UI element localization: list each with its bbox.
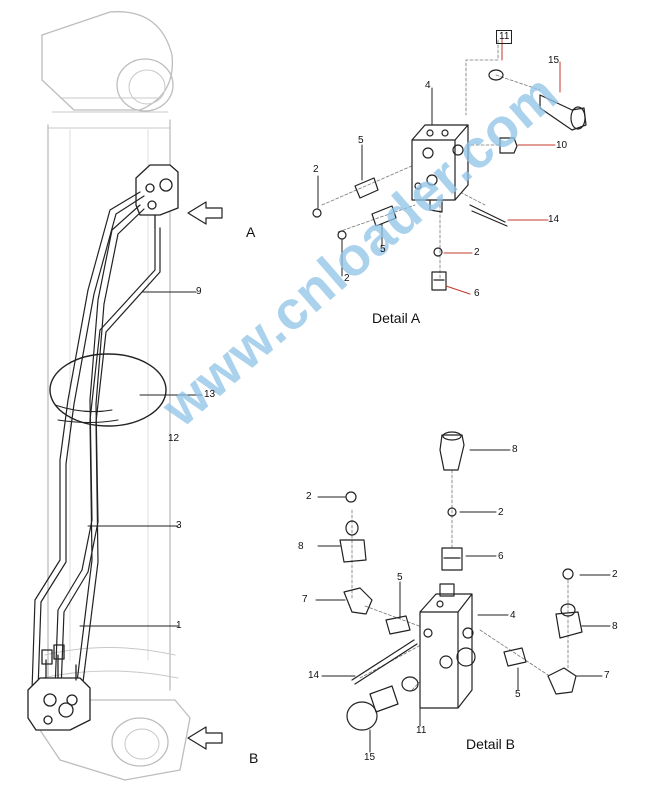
detail-a-part-15: 15 <box>548 55 560 66</box>
cylinder-bottom-eye <box>39 699 191 781</box>
arrow-b-icon <box>187 726 223 750</box>
clamp-ring <box>49 353 167 427</box>
detail-a-oring-11 <box>488 69 504 81</box>
part-label-1: 1 <box>176 620 182 631</box>
detail-a-washer-2-a <box>312 208 322 218</box>
detail-a-title: Detail A <box>372 310 421 326</box>
detail-b-fitting-6 <box>441 547 463 571</box>
detail-b-plug-15 <box>369 685 399 713</box>
detail-b-fitting-5-right <box>503 647 527 667</box>
detail-a-part-5-lower: 5 <box>380 244 386 255</box>
detail-b-part-14: 14 <box>308 670 320 681</box>
part-label-3: 3 <box>176 520 182 531</box>
arrow-a-label: A <box>246 224 256 240</box>
detail-a-drawing <box>312 37 587 295</box>
detail-a-part-5-upper: 5 <box>358 135 364 146</box>
detail-b-part-2-b: 2 <box>498 507 504 518</box>
detail-a-fitting-6 <box>431 271 447 291</box>
cylinder-barrel <box>47 119 171 691</box>
detail-b-tee-8-right <box>555 611 583 639</box>
detail-b-part-11: 11 <box>416 725 427 736</box>
detail-a-bolt-14 <box>469 204 508 227</box>
detail-b-drawing <box>315 431 611 753</box>
detail-b-part-15: 15 <box>364 752 376 763</box>
detail-b-part-8-top: 8 <box>512 444 518 455</box>
arrow-a-icon <box>187 201 223 225</box>
detail-b-title: Detail B <box>466 736 516 752</box>
detail-b-part-5-left: 5 <box>397 572 403 583</box>
detail-a-fitting-5-upper <box>354 177 379 199</box>
cylinder-overview <box>27 11 223 781</box>
detail-b-part-4: 4 <box>510 610 516 621</box>
detail-b-part-8-left: 8 <box>298 541 304 552</box>
detail-a-part-4: 4 <box>425 80 431 91</box>
arrow-b-label: B <box>249 750 259 766</box>
detail-b-part-2-a: 2 <box>306 491 312 502</box>
detail-a-part-14: 14 <box>548 214 560 225</box>
detail-b-elbow-7-left <box>343 587 373 615</box>
part-label-13: 13 <box>204 389 216 400</box>
detail-a-fitting-10 <box>499 137 518 154</box>
detail-b-washer-2-c <box>562 568 574 580</box>
valve-block-b <box>27 644 91 731</box>
detail-a-fitting-5-lower <box>371 205 397 227</box>
detail-b-washer-2-b <box>447 507 457 517</box>
part-label-9: 9 <box>196 286 202 297</box>
cylinder-top-eye <box>41 11 174 111</box>
detail-b-bolt-14 <box>351 639 418 685</box>
detail-b-elbow-7-right <box>547 667 577 695</box>
detail-a-part-2-a: 2 <box>313 164 319 175</box>
detail-b-fitting-5-left <box>385 615 411 635</box>
detail-b-part-7-right: 7 <box>604 670 610 681</box>
detail-a-part-11: 11 <box>496 30 513 44</box>
detail-b-part-7-left: 7 <box>302 594 308 605</box>
valve-block-a <box>135 164 179 229</box>
pipe-bundle <box>31 191 161 691</box>
detail-a-part-2-b: 2 <box>344 273 350 284</box>
detail-a-part-6: 6 <box>474 288 480 299</box>
detail-b-part-5-right: 5 <box>515 689 521 700</box>
detail-a-plug-15 <box>539 94 587 131</box>
detail-a-valve-body <box>411 124 469 201</box>
detail-b-oring-11 <box>401 676 419 692</box>
detail-b-part-2-c: 2 <box>612 569 618 580</box>
detail-a-part-10: 10 <box>556 140 568 151</box>
detail-b-part-6: 6 <box>498 551 504 562</box>
detail-b-part-8-right: 8 <box>612 621 618 632</box>
detail-b-washer-2-a <box>345 491 357 503</box>
detail-b-tee-8-top <box>439 434 465 471</box>
detail-b-tee-8-left <box>339 539 367 563</box>
detail-a-part-2-c: 2 <box>474 247 480 258</box>
part-label-12: 12 <box>168 433 180 444</box>
detail-a-washer-2-c <box>433 247 443 257</box>
detail-b-valve-body <box>419 593 473 709</box>
detail-a-washer-2-b <box>337 230 347 240</box>
